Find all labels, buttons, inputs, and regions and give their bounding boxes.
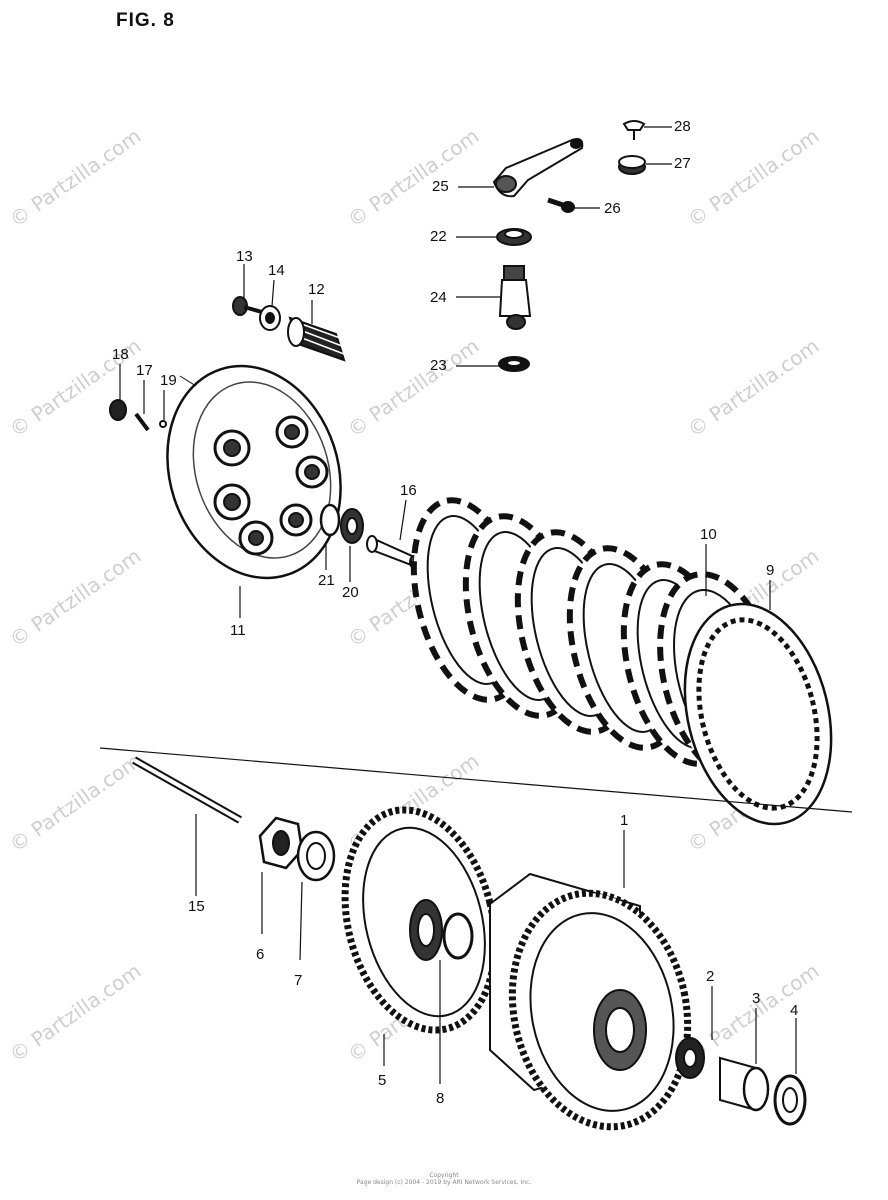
part-label-13[interactable]: 13 <box>236 248 253 265</box>
part-16-push-piece[interactable] <box>366 535 419 569</box>
part-25-release-arm[interactable] <box>492 138 584 198</box>
part-26-bolt[interactable] <box>547 197 575 213</box>
part-19-ball[interactable] <box>159 420 167 428</box>
part-9-driven-plate[interactable] <box>663 588 853 839</box>
part-label-4[interactable]: 4 <box>790 1002 799 1019</box>
part-11-pressure-plate[interactable] <box>141 343 368 600</box>
part-label-3[interactable]: 3 <box>752 990 761 1007</box>
footer-copyright: Copyright <box>429 1172 459 1179</box>
part-label-27[interactable]: 27 <box>674 155 691 172</box>
part-13-bolt[interactable] <box>232 296 263 316</box>
part-14-washer[interactable] <box>259 305 281 331</box>
part-2-needle-bearing[interactable] <box>675 1037 705 1079</box>
part-label-9[interactable]: 9 <box>766 562 775 579</box>
part-22-oil-seal[interactable] <box>496 228 532 246</box>
part-label-24[interactable]: 24 <box>430 289 447 306</box>
part-label-15[interactable]: 15 <box>188 898 205 915</box>
part-20-bearing[interactable] <box>340 508 364 544</box>
part-label-19[interactable]: 19 <box>160 372 177 389</box>
part-label-2[interactable]: 2 <box>706 968 715 985</box>
part-4-thrust-washer[interactable] <box>773 1074 807 1126</box>
part-label-22[interactable]: 22 <box>430 228 447 245</box>
part-label-14[interactable]: 14 <box>268 262 285 279</box>
footer: Copyright Page design (c) 2004 - 2019 by… <box>0 1172 888 1186</box>
part-5-clutch-sleeve-hub[interactable] <box>323 794 517 1046</box>
part-label-12[interactable]: 12 <box>308 281 325 298</box>
part-label-25[interactable]: 25 <box>432 178 449 195</box>
part-label-8[interactable]: 8 <box>436 1090 445 1107</box>
part-label-28[interactable]: 28 <box>674 118 691 135</box>
part-label-16[interactable]: 16 <box>400 482 417 499</box>
part-label-7[interactable]: 7 <box>294 972 303 989</box>
part-label-5[interactable]: 5 <box>378 1072 387 1089</box>
part-23-o-ring[interactable] <box>498 356 530 372</box>
part-12-clutch-spring[interactable] <box>287 316 346 362</box>
part-7-lock-washer[interactable] <box>296 830 336 882</box>
part-label-6[interactable]: 6 <box>256 946 265 963</box>
part-label-1[interactable]: 1 <box>620 812 629 829</box>
figure-title: FIG. 8 <box>116 10 175 31</box>
part-label-18[interactable]: 18 <box>112 346 129 363</box>
part-18-nut[interactable] <box>109 399 127 421</box>
footer-design-credit: Page design (c) 2004 - 2019 by ARI Netwo… <box>356 1179 532 1186</box>
part-label-11[interactable]: 11 <box>230 622 246 639</box>
part-6-nut[interactable] <box>258 816 304 870</box>
part-label-21[interactable]: 21 <box>318 572 335 589</box>
part-label-10[interactable]: 10 <box>700 526 717 543</box>
part-24-release-cam[interactable] <box>498 265 532 330</box>
clutch-plate-stack <box>410 497 853 839</box>
part-17-pin[interactable] <box>134 412 150 432</box>
part-label-26[interactable]: 26 <box>604 200 621 217</box>
part-21-washer[interactable] <box>319 503 341 537</box>
part-1-primary-driven-gear[interactable] <box>489 872 709 1143</box>
part-8-thrust-washer[interactable] <box>442 912 474 960</box>
part-label-23[interactable]: 23 <box>430 357 447 374</box>
part-15-pushrod[interactable] <box>132 756 242 824</box>
part-label-20[interactable]: 20 <box>342 584 359 601</box>
part-27-nut[interactable] <box>618 155 646 175</box>
part-3-spacer[interactable] <box>719 1056 770 1112</box>
part-label-17[interactable]: 17 <box>136 362 153 379</box>
leader-lines <box>119 126 797 1084</box>
part-28-screw[interactable] <box>622 120 646 140</box>
